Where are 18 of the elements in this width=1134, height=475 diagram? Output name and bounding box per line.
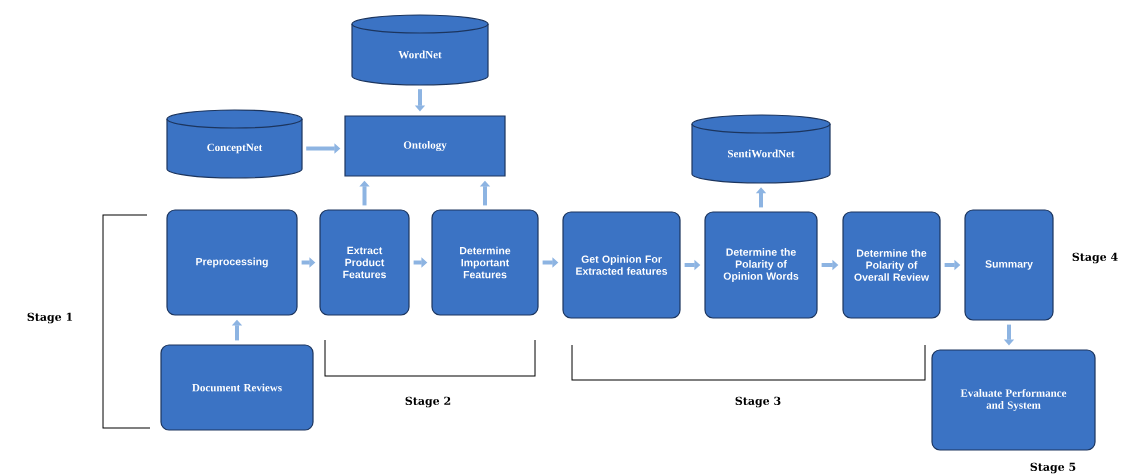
stage-label: Stage 2 (405, 396, 451, 408)
database-cylinder: SentiWordNet (691, 114, 831, 184)
process-box: Determine the Polarity of Overall Review (842, 211, 941, 319)
database-cylinder: ConceptNet (166, 109, 303, 179)
process-box: Ontology (344, 115, 506, 177)
process-box: Determine Important Features (431, 209, 539, 316)
process-box: Preprocessing (166, 209, 298, 316)
stage-label: Stage 4 (1072, 252, 1118, 264)
process-box: Summary (964, 209, 1054, 321)
process-box: Evaluate Performance and System (931, 349, 1096, 451)
stage-label: Stage 1 (27, 312, 73, 324)
stage-label: Stage 3 (735, 396, 781, 408)
process-box: Document Reviews (160, 344, 314, 431)
process-box: Extract Product Features (319, 209, 410, 316)
process-box: Determine the Polarity of Opinion Words (704, 211, 818, 319)
stage-label: Stage 5 (1030, 462, 1076, 474)
database-cylinder: WordNet (351, 14, 489, 86)
process-box: Get Opinion For Extracted features (562, 211, 681, 319)
